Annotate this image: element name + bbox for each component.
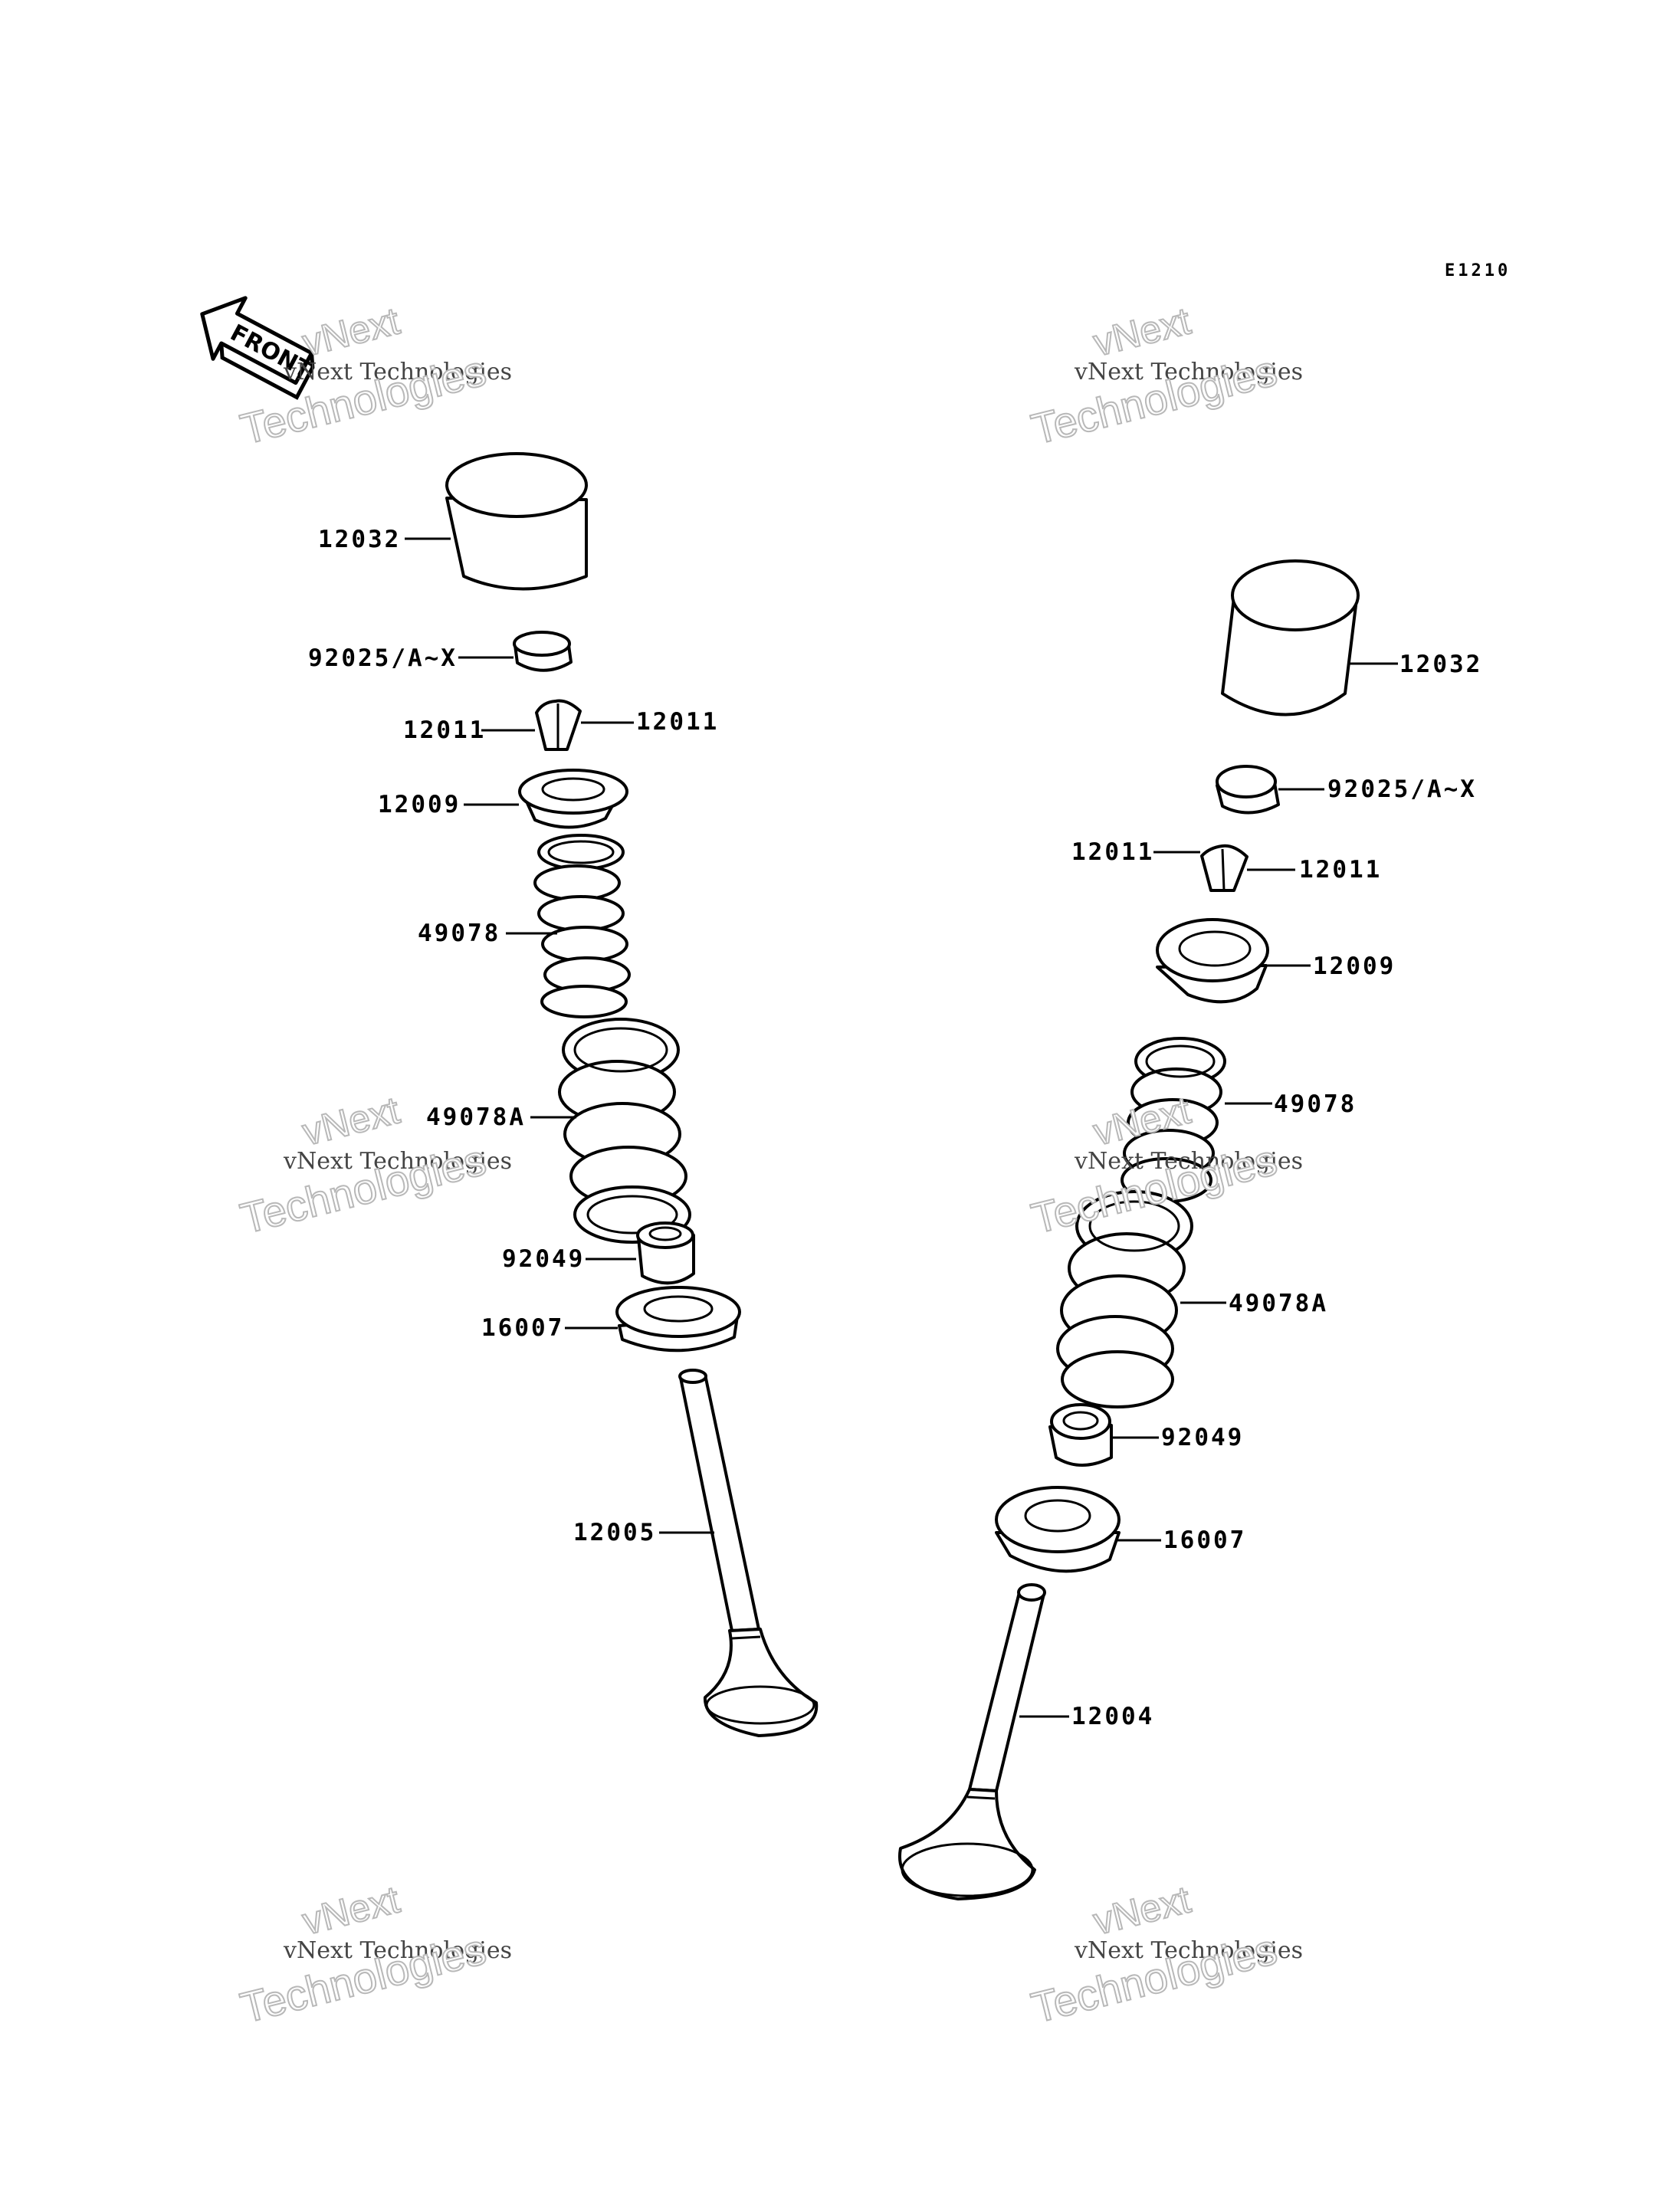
right-shim xyxy=(1216,765,1280,815)
left-stem-seal xyxy=(636,1221,695,1285)
right-label-shim: 92025/A~X xyxy=(1327,776,1477,803)
left-label-cotter-left: 12011 xyxy=(403,716,486,744)
left-tappet xyxy=(445,452,588,591)
left-label-shim: 92025/A~X xyxy=(308,644,458,672)
svg-text:vNext Technologies: vNext Technologies xyxy=(283,1937,512,1964)
right-label-valve: 12004 xyxy=(1071,1703,1154,1730)
right-label-retainer: 12009 xyxy=(1313,953,1396,980)
left-inner-spring xyxy=(533,834,631,1018)
left-shim xyxy=(513,631,573,672)
right-retainer xyxy=(1156,918,1269,1004)
svg-text:vNext Technologies: vNext Technologies xyxy=(1074,1148,1303,1175)
svg-text:vNext: vNext xyxy=(1089,299,1195,364)
svg-text:vNext Technologies: vNext Technologies xyxy=(283,359,512,385)
right-spring-seat xyxy=(995,1486,1121,1573)
left-label-valve: 12005 xyxy=(573,1519,656,1546)
right-outer-spring xyxy=(1056,1190,1193,1408)
left-label-spring-seat: 16007 xyxy=(481,1314,564,1342)
left-label-inner-spring: 49078 xyxy=(418,920,500,947)
watermark-bottom-left: vNext vNext Technologies Technologies xyxy=(235,1877,512,2032)
right-valve xyxy=(897,1583,1046,1900)
svg-text:vNext: vNext xyxy=(298,299,404,364)
right-label-spring-seat: 16007 xyxy=(1163,1526,1246,1554)
left-label-tappet: 12032 xyxy=(318,526,401,553)
svg-text:vNext: vNext xyxy=(298,1877,404,1943)
left-spring-seat xyxy=(615,1286,741,1353)
left-retainer xyxy=(518,769,628,829)
right-label-stem-seal: 92049 xyxy=(1161,1424,1244,1451)
watermark-top-left: vNext vNext Technologies Technologies xyxy=(235,298,512,454)
right-stem-seal xyxy=(1048,1403,1113,1467)
left-label-cotter-right: 12011 xyxy=(636,708,719,736)
left-outer-spring xyxy=(558,1018,691,1244)
svg-text:vNext Technologies: vNext Technologies xyxy=(1074,1937,1303,1964)
diagram-code: E1210 xyxy=(1445,261,1511,280)
right-label-outer-spring: 49078A xyxy=(1229,1290,1328,1317)
right-cotters xyxy=(1200,844,1249,892)
right-label-tappet: 12032 xyxy=(1399,651,1482,678)
left-label-outer-spring: 49078A xyxy=(426,1103,526,1131)
svg-text:vNext Technologies: vNext Technologies xyxy=(1074,359,1303,385)
right-inner-spring xyxy=(1121,1037,1226,1203)
left-cotters xyxy=(535,699,582,751)
left-label-retainer: 12009 xyxy=(378,791,461,818)
watermark-bottom-right: vNext vNext Technologies Technologies xyxy=(1026,1877,1303,2032)
left-valve xyxy=(678,1369,819,1737)
right-label-cotter-right: 12011 xyxy=(1299,856,1382,884)
svg-text:vNext Technologies: vNext Technologies xyxy=(283,1148,512,1175)
svg-text:vNext: vNext xyxy=(1089,1877,1195,1943)
svg-text:vNext: vNext xyxy=(298,1088,404,1153)
right-tappet xyxy=(1221,559,1360,716)
right-label-cotter-left: 12011 xyxy=(1071,838,1154,866)
watermark-top-right: vNext vNext Technologies Technologies xyxy=(1026,298,1303,454)
left-label-stem-seal: 92049 xyxy=(502,1245,585,1273)
right-label-inner-spring: 49078 xyxy=(1274,1090,1357,1118)
